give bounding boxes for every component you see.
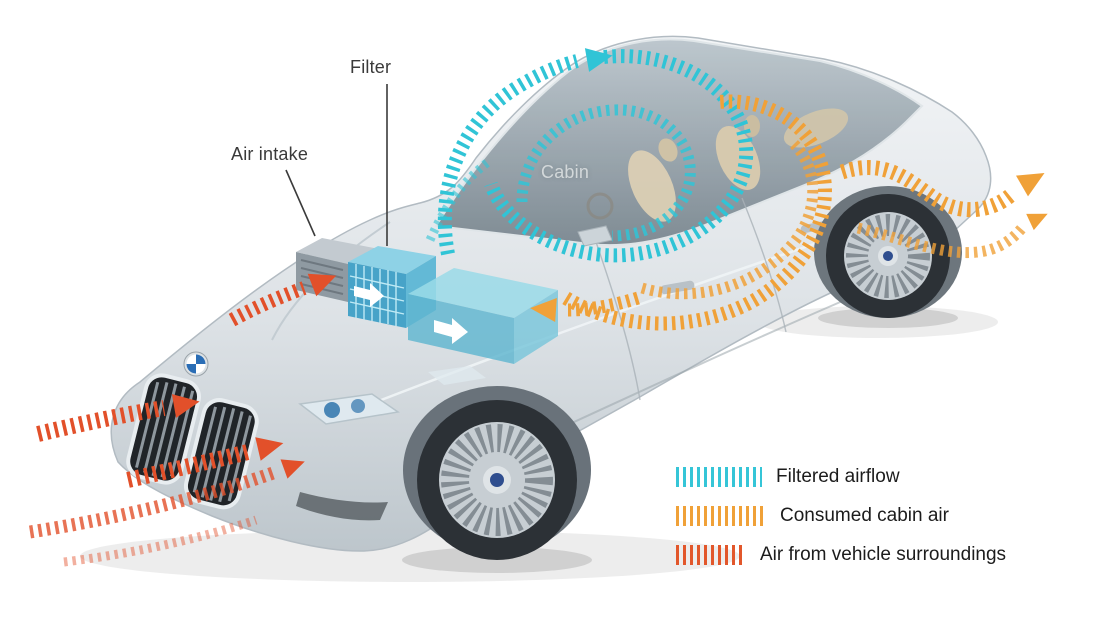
airflow-consumed-arrowheads	[530, 173, 1048, 322]
bmw-roundel-icon	[183, 351, 209, 377]
air-intake-leader-line	[285, 169, 316, 237]
filter-label: Filter	[350, 57, 392, 77]
legend-item-consumed-cabin-air: Consumed cabin air	[676, 505, 1006, 527]
legend-label-filtered-airflow: Filtered airflow	[776, 466, 900, 487]
side-mirror	[577, 225, 613, 247]
airflow-surroundings	[29, 281, 307, 567]
hvac-duct	[408, 268, 558, 364]
legend-swatch-filtered-airflow	[676, 467, 762, 487]
legend-item-filtered-airflow: Filtered airflow	[676, 466, 1006, 488]
leader-lines	[285, 84, 388, 246]
legend: Filtered airflow Consumed cabin air Air …	[676, 466, 1006, 583]
headlights	[296, 366, 486, 521]
front-wheel	[417, 400, 577, 560]
airflow-filtered	[425, 49, 754, 263]
legend-swatch-air-from-surroundings	[676, 545, 746, 565]
rear-wheel	[826, 194, 950, 318]
legend-swatch-consumed-cabin-air	[676, 506, 766, 526]
duct-flow-arrow-icon	[434, 318, 468, 344]
airflow-surroundings-arrowheads	[171, 273, 337, 479]
cabin-label: Cabin	[541, 162, 590, 182]
airflow-filtered-arrowheads	[584, 48, 613, 72]
filter-flow-arrow-icon	[354, 283, 384, 307]
legend-label-consumed-cabin-air: Consumed cabin air	[780, 505, 949, 526]
legend-label-air-from-surroundings: Air from vehicle surroundings	[760, 544, 1007, 565]
airflow-consumed	[562, 94, 1027, 331]
legend-item-air-from-surroundings: Air from vehicle surroundings	[676, 544, 1006, 566]
air-intake-label: Air intake	[231, 144, 309, 164]
